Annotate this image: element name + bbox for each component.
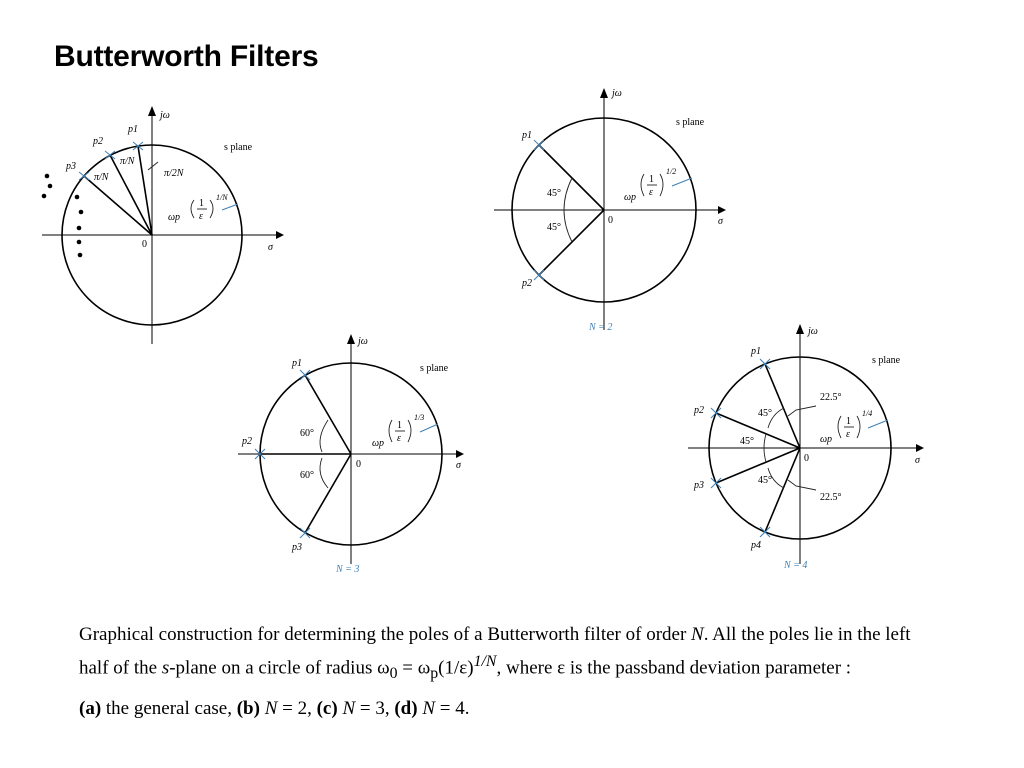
- exponent-label: 1/2: [666, 167, 676, 176]
- s-plane-label: s plane: [676, 117, 705, 128]
- angle-label: 45°: [758, 408, 772, 419]
- origin-label: 0: [356, 459, 361, 470]
- sigma-label: σ: [268, 242, 274, 253]
- figure-n3: jω σ 0 s plane p1 p2 p3 60° 60° ωp 1 ε 1…: [238, 334, 464, 575]
- pole-label-p2: p2: [693, 405, 704, 416]
- angle-label: 45°: [740, 436, 754, 447]
- spoke-p2: [109, 154, 153, 236]
- order-label: N = 4: [783, 560, 807, 571]
- wp-label: ωp: [168, 212, 180, 223]
- sigma-label: σ: [456, 460, 462, 471]
- wp-label: ωp: [372, 438, 384, 449]
- s-plane-label: s plane: [420, 363, 449, 374]
- pole-circle: [61, 144, 243, 326]
- angle-label: 45°: [547, 188, 561, 199]
- page-title: Butterworth Filters: [54, 40, 319, 73]
- eps-label: ε: [199, 211, 203, 222]
- pole-label-p2: p2: [241, 436, 252, 447]
- caption-cases: (a) the general case, (b) N = 2, (c) N =…: [79, 698, 470, 720]
- angle-label: π/N: [120, 156, 136, 167]
- angle-label: 45°: [758, 475, 772, 486]
- exponent-label: 1/4: [862, 409, 872, 418]
- exponent-label: 1/3: [414, 413, 424, 422]
- pole-label-p3: p3: [693, 480, 704, 491]
- origin-label: 0: [142, 239, 147, 250]
- order-label: N = 3: [335, 564, 359, 575]
- pole-marker: [710, 358, 771, 538]
- angle-label: π/2N: [164, 168, 185, 179]
- eps-label: ε: [846, 429, 850, 440]
- figure-caption: Graphical construction for determining t…: [79, 621, 929, 722]
- pole-label-p2: p2: [92, 136, 103, 147]
- sigma-label: σ: [915, 455, 921, 466]
- one-label: 1: [397, 420, 402, 431]
- pole-label-p4: p4: [750, 540, 761, 551]
- figure-n2: jω σ 0 s plane p1 p2 45° 45° ωp 1 ε 1/2 …: [494, 88, 726, 333]
- jw-label: jω: [806, 326, 818, 337]
- pole-label-p3: p3: [291, 542, 302, 553]
- eps-label: ε: [397, 433, 401, 444]
- s-plane-label: s plane: [224, 142, 253, 153]
- one-label: 1: [199, 198, 204, 209]
- angle-label: 60°: [300, 470, 314, 481]
- wp-label: ωp: [624, 192, 636, 203]
- exponent-label: 1/N: [216, 193, 228, 202]
- pole-label-p3: p3: [65, 161, 76, 172]
- spoke-p3: [83, 175, 153, 236]
- pole-circle: [511, 117, 697, 303]
- spoke-p3: [715, 447, 801, 484]
- spoke-p1: [538, 144, 605, 211]
- figure-general-case: jω σ 0 s plane p1 p2 p3 π/N π/N π/2N ωp …: [41, 106, 284, 344]
- spoke-p1: [764, 363, 801, 449]
- eps-label: ε: [649, 187, 653, 198]
- one-label: 1: [846, 416, 851, 427]
- offset-angle-label: 22.5°: [820, 392, 842, 403]
- pole-label-p1: p1: [521, 130, 532, 141]
- origin-label: 0: [608, 215, 613, 226]
- spoke-p2: [715, 412, 801, 449]
- spoke-p4: [764, 447, 801, 533]
- sigma-label: σ: [718, 216, 724, 227]
- caption-description: Graphical construction for determining t…: [79, 624, 911, 683]
- angle-label: π/N: [94, 172, 110, 183]
- spoke-p1: [304, 374, 352, 455]
- pole-marker: [533, 139, 545, 281]
- pole-marker: [78, 141, 144, 181]
- jw-label: jω: [610, 88, 622, 99]
- spoke-p2: [538, 209, 605, 276]
- jw-label: jω: [158, 110, 170, 121]
- pole-label-p1: p1: [291, 358, 302, 369]
- pole-circle: [708, 356, 892, 540]
- pole-label-p2: p2: [521, 278, 532, 289]
- pole-label-p1: p1: [750, 346, 761, 357]
- s-plane-label: s plane: [872, 355, 901, 366]
- figure-n4: jω σ 0 s plane p1 p2 p3 p4 45° 45° 45° 2…: [688, 324, 924, 571]
- spoke-p1: [137, 145, 153, 236]
- continuation-dots: [41, 173, 84, 258]
- jw-label: jω: [356, 336, 368, 347]
- pole-label-p1: p1: [127, 124, 138, 135]
- pole-marker: [254, 369, 311, 539]
- offset-angle-label: 22.5°: [820, 492, 842, 503]
- one-label: 1: [649, 174, 654, 185]
- order-label: N = 2: [588, 322, 612, 333]
- angle-label: 45°: [547, 222, 561, 233]
- origin-label: 0: [804, 453, 809, 464]
- spoke-p3: [304, 453, 352, 534]
- angle-label: 60°: [300, 428, 314, 439]
- wp-label: ωp: [820, 434, 832, 445]
